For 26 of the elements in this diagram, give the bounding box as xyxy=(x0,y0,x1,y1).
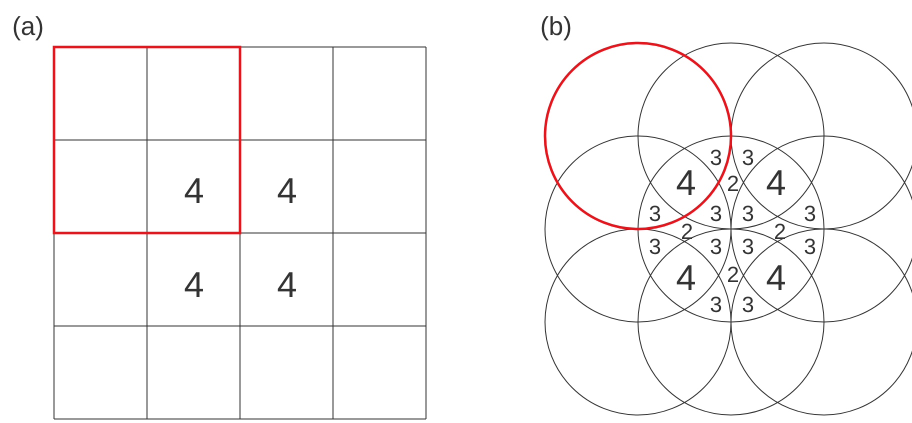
count-number: 2 xyxy=(774,221,786,243)
count-number: 4 xyxy=(766,260,786,296)
panel-label: (a) xyxy=(12,13,44,39)
count-number: 2 xyxy=(726,173,740,195)
count-number: 4 xyxy=(676,165,696,201)
count-number: 3 xyxy=(804,203,816,225)
count-number: 3 xyxy=(804,236,816,258)
count-number: 3 xyxy=(710,236,722,258)
count-number: 4 xyxy=(276,173,298,209)
count-number: 4 xyxy=(676,260,696,296)
count-number: 4 xyxy=(276,267,298,303)
count-number: 3 xyxy=(710,147,722,169)
count-number: 2 xyxy=(726,264,740,286)
count-number: 3 xyxy=(742,294,754,316)
count-number: 3 xyxy=(710,294,722,316)
count-number: 3 xyxy=(648,203,662,225)
panel-label: (b) xyxy=(540,13,572,39)
count-number: 3 xyxy=(742,203,754,225)
count-number: 4 xyxy=(184,267,204,303)
count-number: 3 xyxy=(742,236,754,258)
count-number: 4 xyxy=(766,165,786,201)
count-number: 2 xyxy=(680,221,694,243)
count-number: 3 xyxy=(742,147,754,169)
count-number: 3 xyxy=(648,236,662,258)
count-number: 3 xyxy=(710,203,722,225)
count-number: 4 xyxy=(184,173,204,209)
